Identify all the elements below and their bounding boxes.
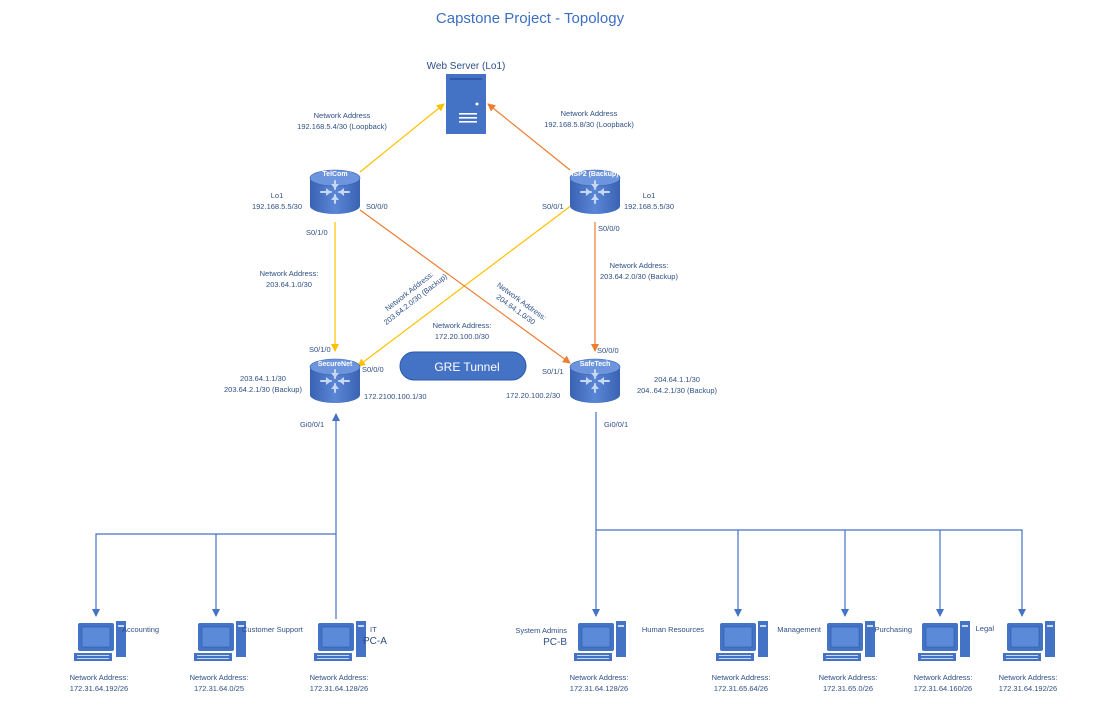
- pc-name: Human Resources: [642, 625, 704, 634]
- securenet-port-s010: S0/1/0: [309, 345, 331, 354]
- pc-net-address: 172.31.64.192/26: [999, 684, 1057, 693]
- safetech-port-gi001: Gi0/0/1: [604, 420, 628, 429]
- web-left-net-label: Network Address: [314, 111, 371, 120]
- web-server-label: Web Server (Lo1): [427, 61, 506, 72]
- pc-name: Customer Support: [242, 625, 304, 634]
- pc-net-label: Network Address:: [310, 673, 369, 682]
- pc-net-label: Network Address:: [914, 673, 973, 682]
- isp2-securenet-link-label: Network Address: 203.64.2.0/30 (Backup): [382, 270, 449, 327]
- computer-icon: [822, 620, 876, 662]
- pc-net-label: Network Address:: [190, 673, 249, 682]
- isp2-port-s001: S0/0/1: [542, 202, 564, 211]
- gre-tunnel[interactable]: GRE Tunnel: [399, 351, 527, 381]
- isp2-lo-ip: 192.168.5.5/30: [624, 202, 674, 211]
- web-right-net-label: Network Address: [561, 109, 618, 118]
- safetech-port-s011: S0/1/1: [542, 367, 564, 376]
- lan-link-legal: [596, 529, 1026, 617]
- pc-it[interactable]: IT PC-A Network Address: 172.31.64.128/26: [310, 620, 388, 693]
- pc-net-address: 172.31.65.0/26: [823, 684, 873, 693]
- pc-host-name: PC-B: [543, 637, 567, 648]
- pc-net-address: 172.31.64.128/26: [310, 684, 368, 693]
- computer-icon: [715, 620, 769, 662]
- isp2-port-s000: S0/0/0: [598, 224, 620, 233]
- pc-net-label: Network Address:: [712, 673, 771, 682]
- pc-name: Legal: [976, 624, 995, 633]
- securenet-ip2: 203.64.2.1/30 (Backup): [224, 385, 302, 394]
- router-safetech-name: SafeTech: [580, 361, 611, 368]
- safetech-ip2: 204..64.2.1/30 (Backup): [637, 386, 718, 395]
- link-telcom-safetech: [359, 209, 571, 364]
- computer-icon: [573, 620, 627, 662]
- tunnel-net-label: Network Address:: [433, 321, 492, 330]
- pc-net-address: 172.31.64.128/26: [570, 684, 628, 693]
- pc-net-address: 172.31.64.192/26: [70, 684, 128, 693]
- pc-net-label: Network Address:: [570, 673, 629, 682]
- router-telcom[interactable]: TelCom: [309, 169, 361, 215]
- securenet-ip1: 203.64.1.1/30: [240, 374, 286, 383]
- safetech-port-s000: S0/0/0: [597, 346, 619, 355]
- telcom-port-s000: S0/0/0: [366, 202, 388, 211]
- pc-name: System Admins: [515, 626, 567, 635]
- securenet-port-s000: S0/0/0: [362, 365, 384, 374]
- telcom-lo-ip: 192.168.5.5/30: [252, 202, 302, 211]
- web-server[interactable]: [446, 74, 486, 134]
- computer-icon: [1002, 620, 1056, 662]
- isp2-safetech-net-label: Network Address:: [610, 261, 669, 270]
- computer-icon: [313, 620, 367, 662]
- telcom-securenet-net: 203.64.1.0/30: [266, 280, 312, 289]
- lan-link-accounting: [92, 533, 336, 617]
- pc-net-label: Network Address:: [70, 673, 129, 682]
- pc-host-name: PC-A: [363, 636, 387, 647]
- isp2-lo-label: Lo1: [643, 191, 656, 200]
- pc-net-label: Network Address:: [999, 673, 1058, 682]
- tunnel-net: 172.20.100.0/30: [435, 332, 489, 341]
- router-securenet[interactable]: SecureNet: [309, 358, 361, 404]
- router-telcom-name: TelCom: [322, 171, 347, 178]
- pc-name: Management: [777, 625, 822, 634]
- pc-net-address: 172.31.64.160/26: [914, 684, 972, 693]
- server-icon: [446, 74, 486, 134]
- telcom-securenet-net-label: Network Address:: [260, 269, 319, 278]
- link-isp2-securenet: [357, 204, 573, 367]
- pc-name: Accounting: [122, 625, 159, 634]
- pc-name: IT: [370, 625, 377, 634]
- computer-icon: [917, 620, 971, 662]
- gre-tunnel-label: GRE Tunnel: [434, 360, 499, 374]
- web-left-net: 192.168.5.4/30 (Loopback): [297, 122, 387, 131]
- securenet-port-gi001: Gi0/0/1: [300, 420, 324, 429]
- telcom-safetech-link-label: Network Address: 204.64.1.0/30: [495, 280, 549, 326]
- router-isp2-name: ISP2 (Backup): [571, 171, 618, 178]
- computer-icon: [73, 620, 127, 662]
- pc-net-label: Network Address:: [819, 673, 878, 682]
- isp2-safetech-net: 203.64.2.0/30 (Backup): [600, 272, 678, 281]
- router-securenet-name: SecureNet: [318, 361, 353, 368]
- router-isp2[interactable]: ISP2 (Backup): [569, 169, 621, 215]
- link-isp2-webserver: [487, 103, 571, 171]
- link-telcom-webserver: [359, 103, 445, 173]
- safetech-tunnel-ip: 172.20.100.2/30: [506, 391, 560, 400]
- pc-name: Purchasing: [874, 625, 912, 634]
- telcom-port-s010: S0/1/0: [306, 228, 328, 237]
- diagram-title: Capstone Project - Topology: [436, 10, 625, 27]
- router-safetech[interactable]: SafeTech: [569, 358, 621, 404]
- safetech-ip1: 204.64.1.1/30: [654, 375, 700, 384]
- web-right-net: 192.168.5.8/30 (Loopback): [544, 120, 634, 129]
- securenet-tunnel-ip: 172.2100.100.1/30: [364, 392, 427, 401]
- computer-icon: [193, 620, 247, 662]
- pc-net-address: 172.31.64.0/25: [194, 684, 244, 693]
- pc-net-address: 172.31.65.64/26: [714, 684, 768, 693]
- telcom-lo-label: Lo1: [271, 191, 284, 200]
